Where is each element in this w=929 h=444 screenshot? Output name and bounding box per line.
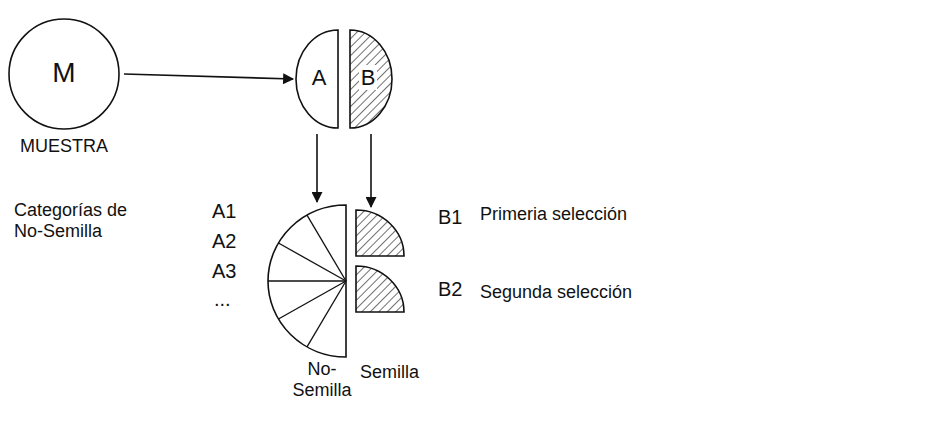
node-label: No-Semilla <box>292 359 351 400</box>
selection-note: Primeria selección <box>480 204 680 225</box>
sample-circle: MMUESTRA <box>8 18 120 130</box>
arrow-connector <box>316 134 318 202</box>
node-label: B <box>359 65 378 90</box>
category-label: A2 <box>212 230 252 253</box>
arrow-connector <box>370 134 372 207</box>
half-circle: A <box>296 30 338 128</box>
node-label: M <box>52 57 75 88</box>
category-heading: Categorías de No-Semilla <box>14 200 132 241</box>
arrow-connector <box>124 74 293 79</box>
selection-note: Segunda selección <box>480 282 680 303</box>
node-label: MUESTRA <box>20 136 108 156</box>
node-label: A <box>312 65 327 90</box>
category-label: A3 <box>212 260 252 283</box>
node-label: B1 <box>438 206 462 228</box>
node-outline <box>268 205 346 357</box>
node-outline <box>356 210 404 256</box>
ellipsis: ... <box>214 288 254 311</box>
hatched-quarter: B1 <box>356 210 404 256</box>
hatched-half-circle: B <box>350 30 392 128</box>
node-outline <box>356 266 404 312</box>
hatched-quarter: B2 <box>356 266 404 312</box>
segmented-half-circle: No-Semilla <box>268 205 346 357</box>
group-label: Semilla <box>360 362 440 383</box>
node-label: B2 <box>438 278 462 300</box>
category-label: A1 <box>212 200 252 223</box>
